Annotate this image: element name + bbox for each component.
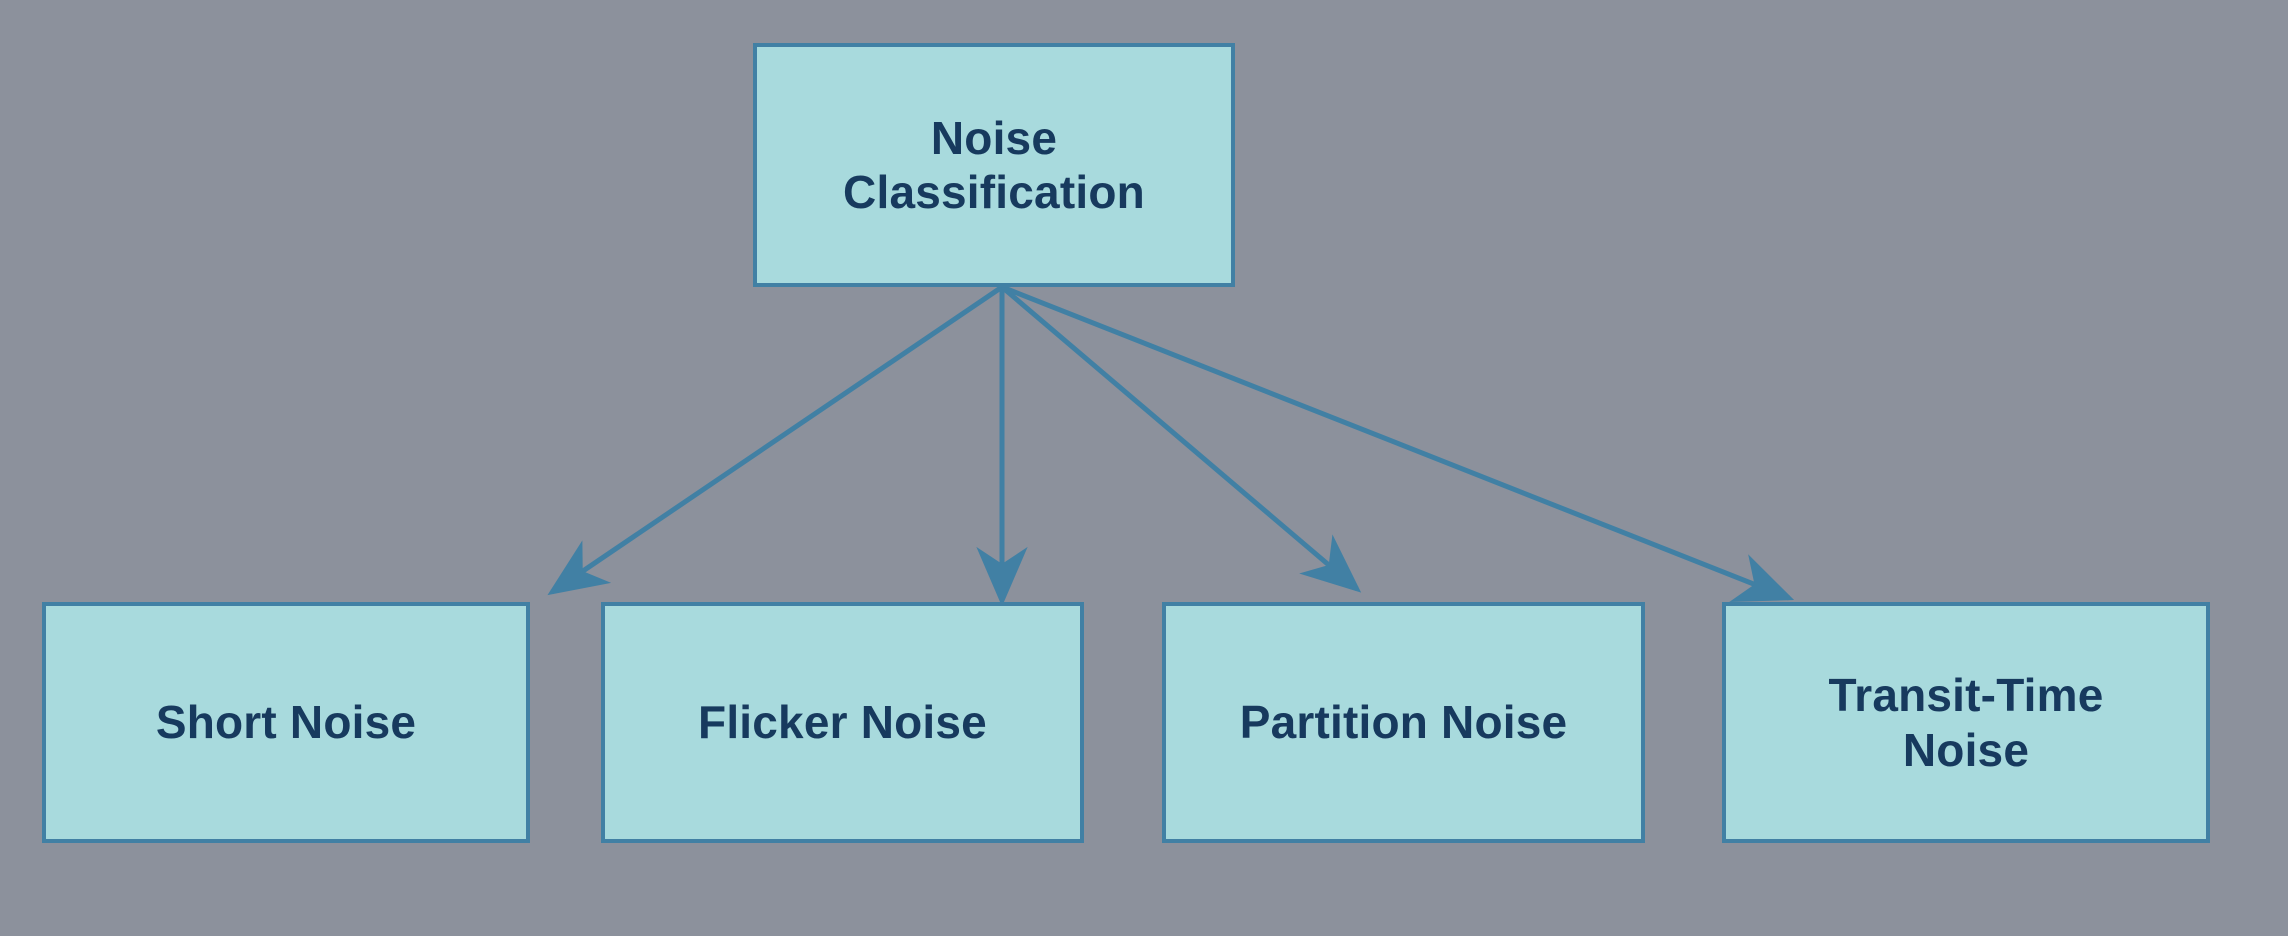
edge-root-to-transit-time-noise [1001,284,1795,602]
node-label-flicker-noise: Flicker Noise [698,696,987,749]
node-noise-classification[interactable]: Noise Classification [753,43,1235,287]
node-short-noise[interactable]: Short Noise [42,602,530,843]
node-flicker-noise[interactable]: Flicker Noise [601,602,1084,843]
node-partition-noise[interactable]: Partition Noise [1162,602,1645,843]
edge-root-to-short-noise [547,284,1004,596]
node-label-partition-noise: Partition Noise [1239,696,1568,749]
node-label-short-noise: Short Noise [155,696,417,749]
node-transit-time-noise[interactable]: Transit-Time Noise [1722,602,2210,843]
edge-root-to-partition-noise [1000,285,1362,593]
node-label-noise-classification: Noise Classification [843,111,1145,218]
node-label-transit-time-noise: Transit-Time Noise [1828,669,2104,776]
